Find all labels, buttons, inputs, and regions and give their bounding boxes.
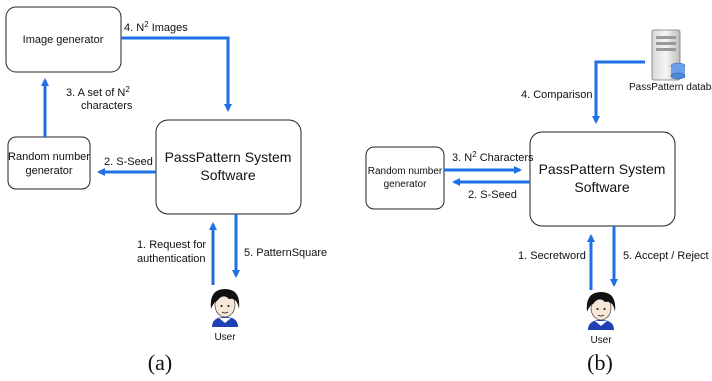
system-label-a-line1: PassPattern System [165, 149, 292, 165]
panel-a: Image generator Random number generator … [5, 6, 327, 375]
caption-b: (b) [587, 350, 613, 375]
arrow-n2-images [121, 36, 232, 112]
label-accept-reject: 5. Accept / Reject [623, 250, 709, 262]
user-label-b: User [590, 335, 612, 346]
system-label-b-line2: Software [574, 179, 629, 195]
label-patternsquare: 5. PatternSquare [244, 247, 327, 259]
label-sseed-a: 2. S-Seed [104, 156, 153, 168]
user-avatar-icon [586, 292, 616, 330]
label-secretword: 1. Secretword [518, 250, 586, 262]
user-avatar-icon [210, 289, 240, 327]
system-label-a-line2: Software [200, 167, 255, 183]
label-request-line2: authentication [137, 253, 206, 265]
label-comparison: 4. Comparison [521, 89, 593, 101]
random-generator-label-a-line1: Random number [8, 151, 90, 163]
server-icon [651, 29, 686, 81]
label-set-characters-line1: 3. A set of N2 [66, 85, 130, 99]
random-generator-label-b-line2: generator [384, 179, 427, 190]
arrow-comparison [592, 60, 645, 124]
label-sseed-b: 2. S-Seed [468, 189, 517, 201]
random-generator-box-a [7, 136, 91, 190]
random-generator-label-a-line2: generator [25, 165, 72, 177]
label-set-characters-line2: characters [81, 100, 133, 112]
image-generator-label: Image generator [23, 34, 104, 46]
random-generator-box-b [365, 146, 445, 210]
caption-a: (a) [148, 350, 172, 375]
panel-b: Random number generator PassPattern Syst… [365, 29, 712, 375]
database-label: PassPattern database [629, 82, 712, 93]
system-box-a [155, 119, 302, 215]
label-n2-images: 4. N2 Images [124, 20, 188, 34]
system-box-b [529, 131, 676, 227]
system-label-b-line1: PassPattern System [539, 161, 666, 177]
label-request-line1: 1. Request for [137, 239, 206, 251]
random-generator-label-b-line1: Random number [368, 166, 443, 177]
label-n2-characters: 3. N2 Characters [452, 150, 534, 164]
user-label-a: User [214, 332, 236, 343]
